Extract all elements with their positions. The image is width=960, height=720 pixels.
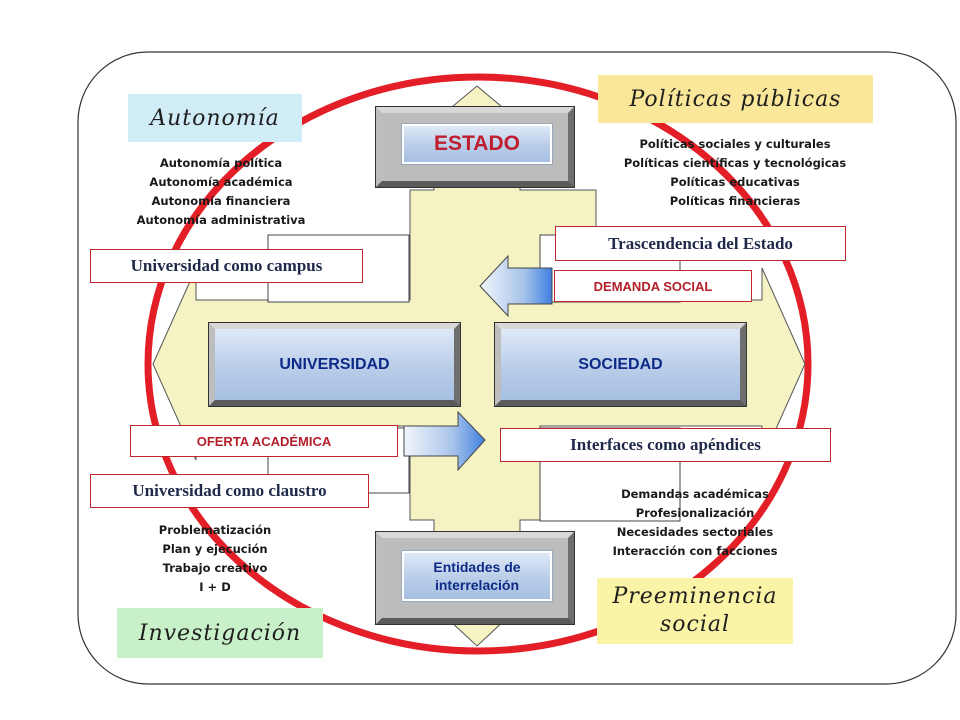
demanda-social-text: DEMANDA SOCIAL <box>593 278 713 294</box>
autonomia-header: Autonomía <box>128 94 302 142</box>
preeminencia-header-text-1: Preeminencia <box>612 584 778 609</box>
list-item: Trabajo creativo <box>162 561 268 575</box>
entidades-node: Entidades de interrelación <box>375 531 575 625</box>
autonomia-header-text: Autonomía <box>150 105 280 131</box>
entidades-label-2: interrelación <box>434 577 520 593</box>
list-item: Autonomía académica <box>149 175 293 189</box>
list-item: Autonomía administrativa <box>136 213 306 227</box>
demanda-arrow <box>479 254 553 318</box>
estado-node: ESTADO <box>375 106 575 188</box>
list-item: Autonomía política <box>159 156 283 170</box>
campus-label: Universidad como campus <box>90 249 363 283</box>
list-item: Políticas educativas <box>670 175 800 189</box>
list-item: Políticas financieras <box>669 194 801 208</box>
list-item: Profesionalización <box>635 506 755 520</box>
oferta-academica-text: OFERTA ACADÉMICA <box>196 433 332 449</box>
list-item: Interacción con facciones <box>612 544 778 558</box>
entidades-label-1: Entidades de <box>433 559 521 575</box>
autonomia-list: Autonomía política Autonomía académica A… <box>118 154 324 230</box>
claustro-label-text: Universidad como claustro <box>132 481 327 500</box>
sociedad-label: SOCIEDAD <box>578 355 663 373</box>
politicas-header-text: Políticas públicas <box>629 86 842 112</box>
list-item: I + D <box>199 580 231 594</box>
politicas-header: Políticas públicas <box>598 75 873 123</box>
campus-label-text: Universidad como campus <box>130 256 323 275</box>
politicas-list: Políticas sociales y culturales Política… <box>610 135 860 211</box>
trascendencia-label: Trascendencia del Estado <box>555 226 846 261</box>
universidad-label: UNIVERSIDAD <box>279 355 390 373</box>
investigacion-list: Problematización Plan y ejecución Trabaj… <box>115 521 315 597</box>
list-item: Demandas académicas <box>621 487 769 501</box>
list-item: Necesidades sectoriales <box>616 525 774 539</box>
preeminencia-list: Demandas académicas Profesionalización N… <box>590 485 800 561</box>
oferta-arrow <box>403 410 486 472</box>
investigacion-header-text: Investigación <box>138 620 302 646</box>
sociedad-node: SOCIEDAD <box>494 322 747 407</box>
preeminencia-header: Preeminencia social <box>597 578 793 644</box>
oferta-academica-label: OFERTA ACADÉMICA <box>130 425 398 457</box>
list-item: Plan y ejecución <box>162 542 268 556</box>
preeminencia-header-text-2: social <box>659 612 731 637</box>
list-item: Políticas sociales y culturales <box>639 137 831 151</box>
demanda-social-label: DEMANDA SOCIAL <box>554 270 752 302</box>
list-item: Políticas científicas y tecnológicas <box>623 156 847 170</box>
estado-button-face: ESTADO <box>401 123 553 165</box>
trascendencia-label-text: Trascendencia del Estado <box>608 233 793 253</box>
interfaces-label: Interfaces como apéndices <box>500 428 831 462</box>
claustro-label: Universidad como claustro <box>90 474 369 508</box>
entidades-button-face: Entidades de interrelación <box>401 550 553 602</box>
list-item: Autonomía financiera <box>151 194 291 208</box>
investigacion-header: Investigación <box>117 608 323 658</box>
red-ellipse <box>144 73 812 655</box>
list-item: Problematización <box>158 523 272 537</box>
universidad-node: UNIVERSIDAD <box>208 322 461 407</box>
interfaces-label-text: Interfaces como apéndices <box>570 435 761 454</box>
estado-label: ESTADO <box>434 132 520 155</box>
